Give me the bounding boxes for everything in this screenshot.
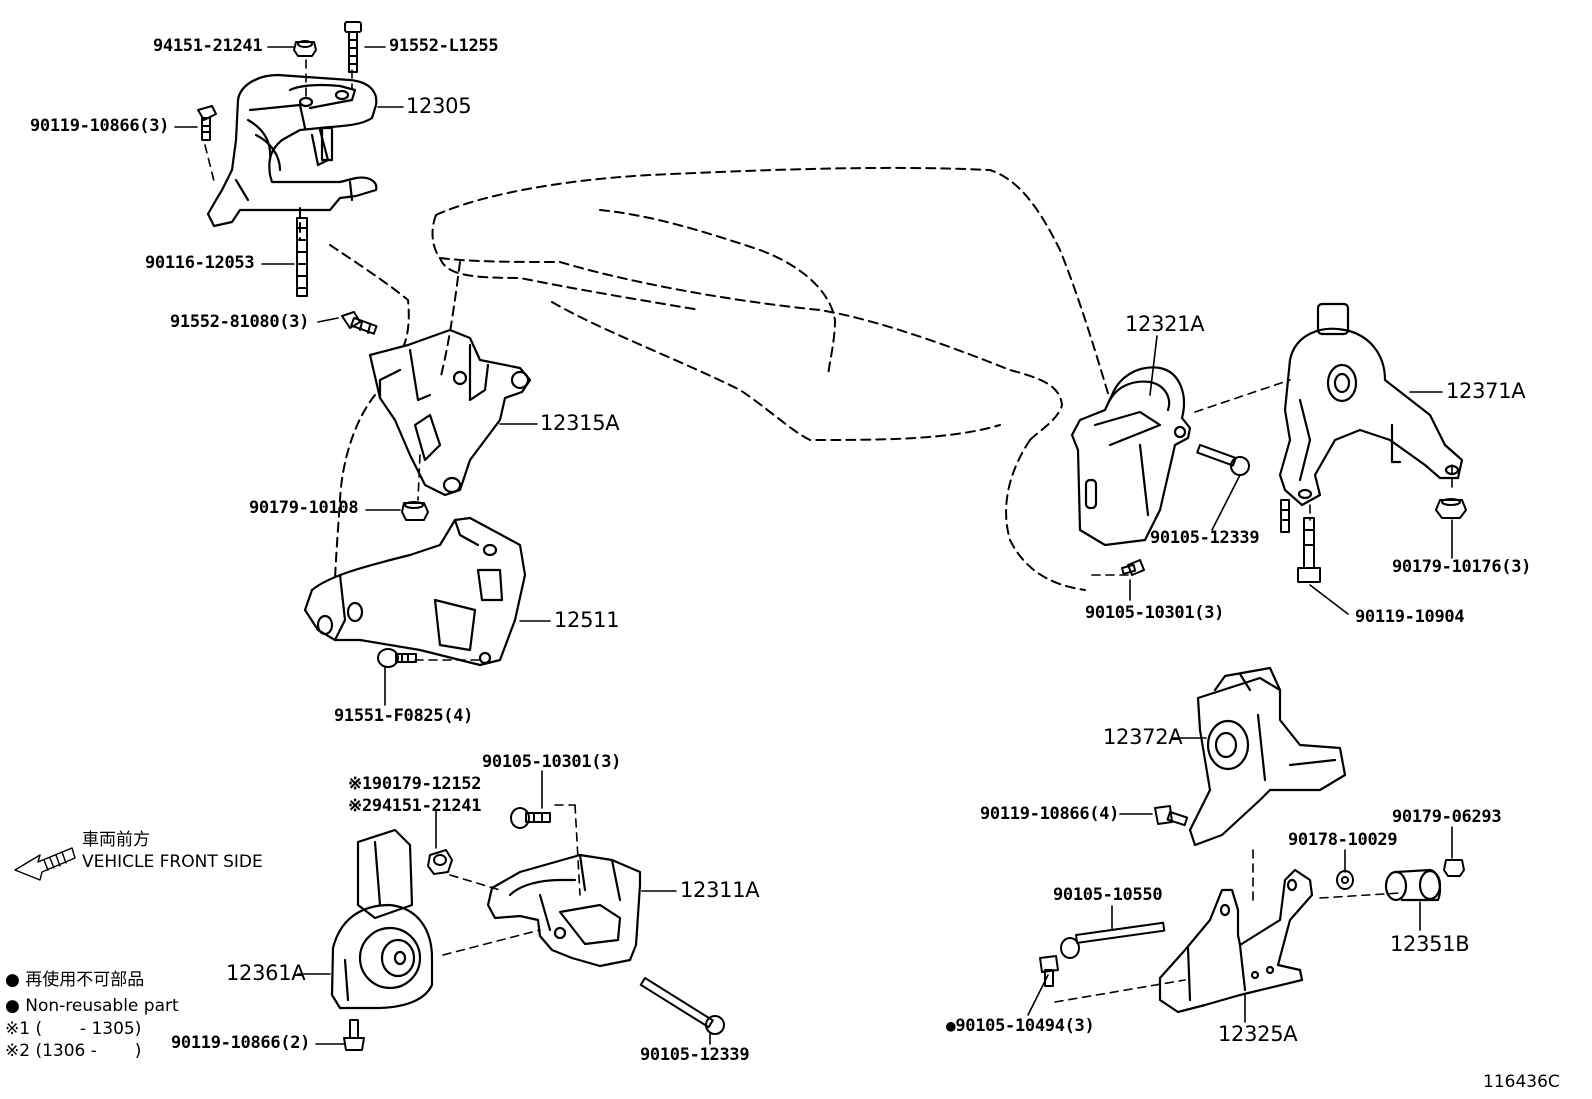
nonreusable-jp: ● 再使用不可部品 [5,972,144,989]
fastener-91552-bolt [344,21,362,73]
nonreusable-en: ● Non-reusable part [5,998,179,1015]
bracket-12511 [303,516,527,667]
bolt-90105-12339-lower [639,977,725,1035]
note1-mark: ※1 [348,774,372,794]
stud-12371A [1280,499,1290,533]
nut-90179-10176 [1435,498,1467,519]
mount-12371A [1278,302,1464,507]
legend-dot-icon-2: ● [5,996,20,1016]
label-90119-10866-4: 90119-10866(4) [980,804,1120,824]
label-90105-10494-3-text: 90105-10494(3) [955,1016,1095,1036]
label-12305: 12305 [406,94,472,118]
bolt-90119-10866-4 [1154,805,1189,827]
bolt-90105-10550 [1060,921,1166,959]
fastener-90119-bolt [197,105,217,141]
label-90105-12339-lower: 90105-12339 [640,1045,750,1065]
label-12321A: 12321A [1125,312,1205,336]
label-90119-10866-3: 90119-10866(3) [30,116,170,136]
label-90105-10550: 90105-10550 [1053,885,1163,905]
label-12371A: 12371A [1446,379,1526,403]
bolt-90105-10301-lower [510,807,551,829]
mount-12305 [206,73,378,228]
label-91551-F0825-4: 91551-F0825(4) [334,706,474,726]
stud-90116 [296,217,308,297]
direction-jp: 車両前方 [82,830,150,850]
label-90116-12053: 90116-12053 [145,253,255,273]
label-90105-12339-right: 90105-12339 [1150,528,1260,548]
label-90179-10108: 90179-10108 [249,498,359,518]
label-12315A: 12315A [540,411,620,435]
nut-90179-06293 [1443,859,1465,877]
nonreusable-jp-text: 再使用不可部品 [25,970,145,990]
label-12361A: 12361A [226,961,306,985]
note2-mark: ※2 [348,796,372,816]
label-91552-81080-3: 91552-81080(3) [170,312,310,332]
engine-outline [299,166,1111,591]
range-note-1: ※1 ( - 1305) [5,1019,142,1039]
figure-code: 116436C [1483,1072,1560,1092]
bolt-91551 [377,648,417,668]
mount-12372A [1188,666,1347,847]
nonreusable-en-text: Non-reusable part [25,996,179,1016]
label-90179-10176-3: 90179-10176(3) [1392,557,1532,577]
connector-lines [204,59,1453,1003]
label-90179-06293: 90179-06293 [1392,807,1502,827]
legend-dot-icon-1: ● [5,970,20,990]
label-90105-10494-3: ●90105-10494(3) [946,1016,1095,1036]
label-94151-21241-top: 94151-21241 [153,36,263,56]
label-90119-10866-2: 90119-10866(2) [171,1033,311,1053]
label-12372A: 12372A [1103,725,1183,749]
label-12351B: 12351B [1390,932,1470,956]
bracket-12311A [486,853,642,968]
bolt-91552-81080 [341,311,378,335]
bolt-90105-12339-right [1196,444,1250,476]
mount-12361A [330,828,434,1010]
nut-90179-12152 [427,849,453,875]
label-90119-10904: 90119-10904 [1355,607,1465,627]
label-12311A: 12311A [680,878,760,902]
label-12325A: 12325A [1218,1022,1298,1046]
direction-en: VEHICLE FRONT SIDE [82,852,263,872]
bolt-90119-10904 [1297,517,1321,583]
nonreusable-dot-icon: ● [946,1016,956,1035]
mount-12321A [1070,366,1192,547]
bracket-12315A [368,328,532,497]
label-90105-10301-3-lower: 90105-10301(3) [482,752,622,772]
label-90179-12152: ※190179-12152 [348,776,481,793]
bolt-90105-10301-right [1121,559,1145,576]
label-90179-12152-text: 90179-12152 [371,774,482,794]
label-91552-L1255: 91552-L1255 [389,36,499,56]
nut-90179-10108 [401,501,429,521]
label-90178-10029: 90178-10029 [1288,830,1398,850]
front-arrow-icon [14,847,76,881]
bolt-90105-10494 [1039,955,1059,987]
label-94151-21241-lower-text: 94151-21241 [371,796,482,816]
range-note-2: ※2 (1306 - ) [5,1041,142,1061]
label-12511: 12511 [554,608,620,632]
label-90105-10301-3-right: 90105-10301(3) [1085,603,1225,623]
bolt-90119-10866-2 [343,1019,365,1051]
fastener-94151-nut [293,40,317,57]
bracket-12325A [1158,868,1314,1014]
leader-lines [174,46,1453,1045]
nut-90178-10029 [1336,870,1354,890]
label-94151-21241-lower: ※294151-21241 [348,798,481,815]
bushing-12351B [1384,868,1442,902]
